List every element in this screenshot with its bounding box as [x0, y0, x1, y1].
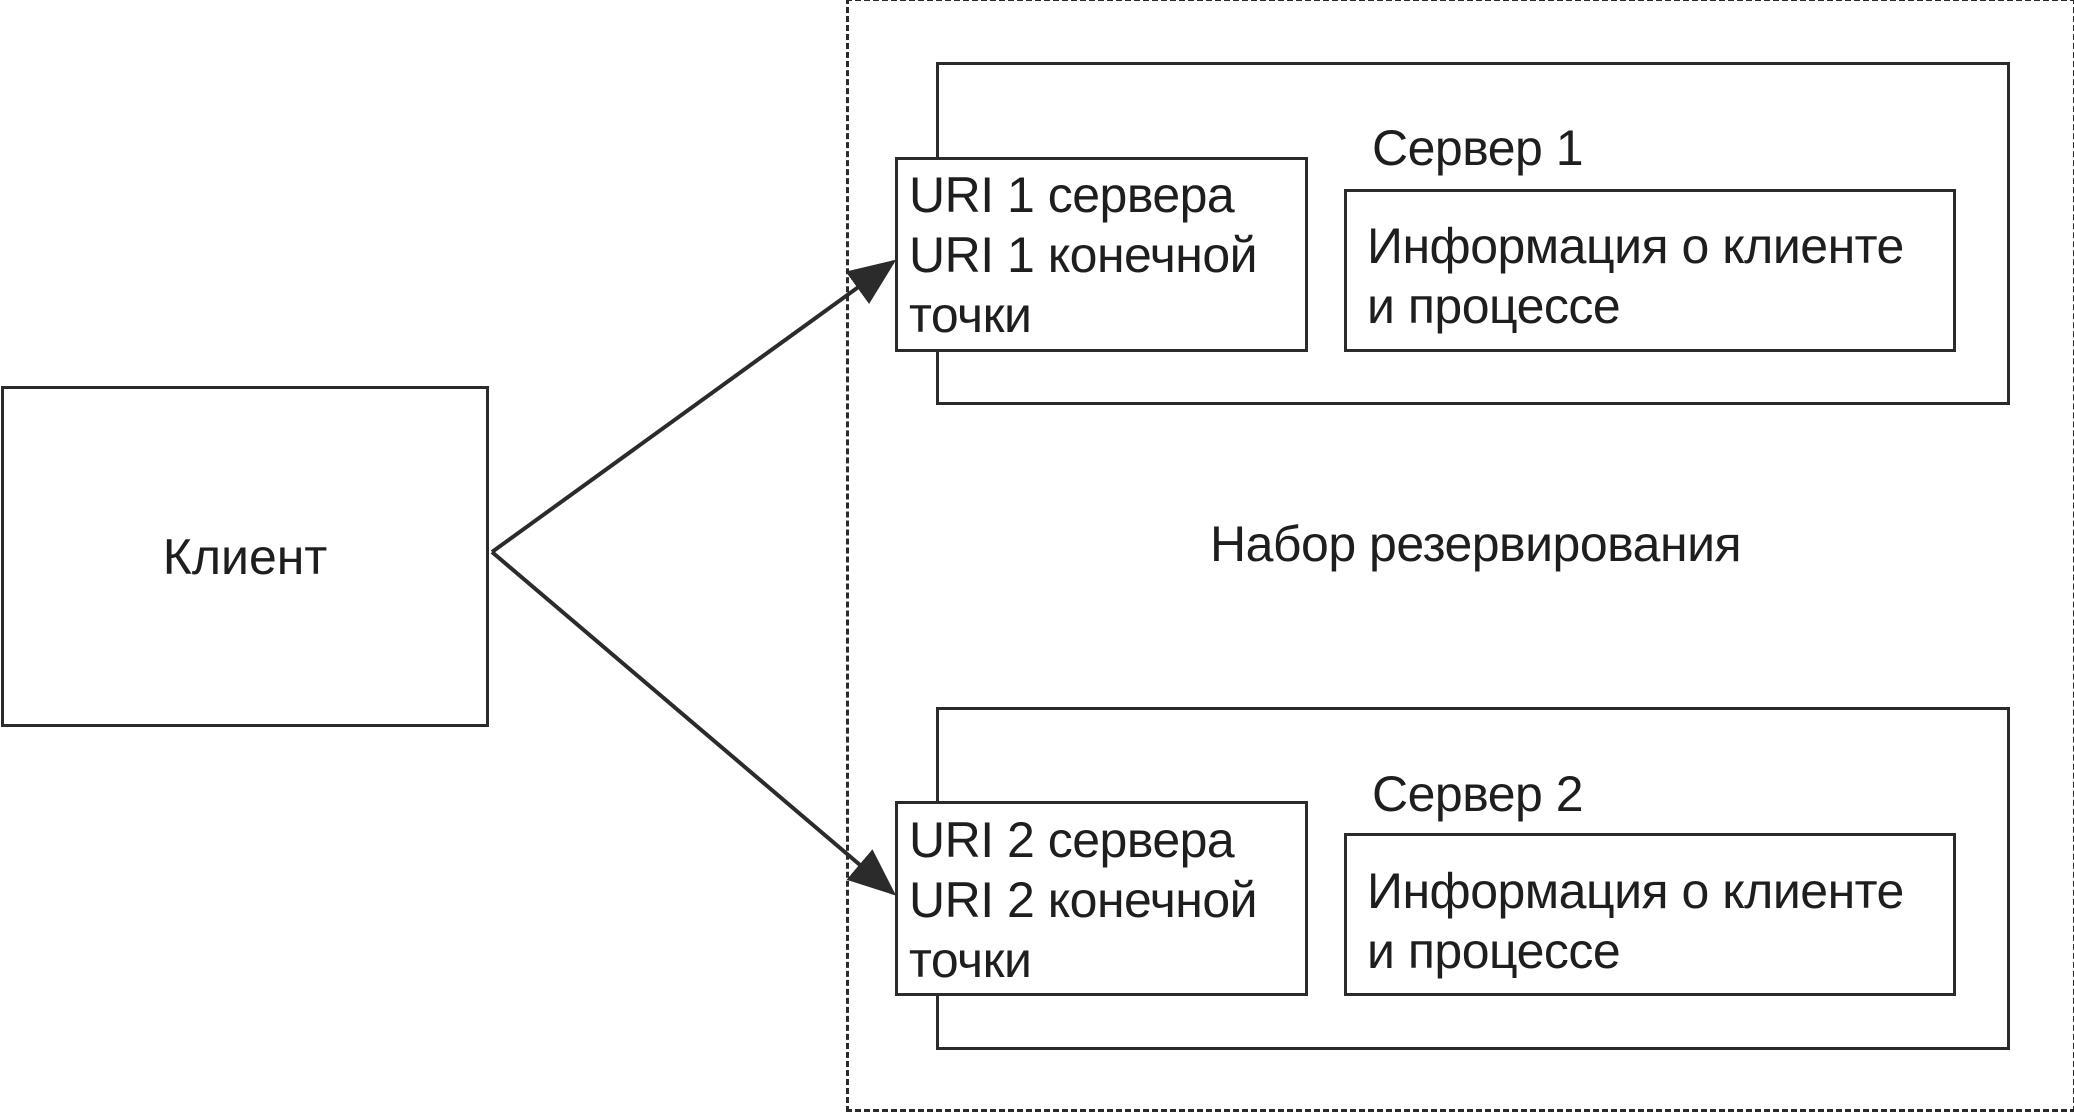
redundancy-set-label: Набор резервирования — [1210, 516, 1742, 572]
server-1-uri-line-3: точки — [909, 287, 1032, 343]
server-2-uri-line-3: точки — [909, 932, 1032, 988]
server-1-uri-line-2: URI 1 конечной — [909, 227, 1258, 283]
server-1-info-line-2: и процессе — [1367, 278, 1621, 334]
arrow-to-server-1 — [490, 259, 897, 554]
client-label: Клиент — [162, 528, 328, 585]
server-1-uri-line-1: URI 1 сервера — [909, 167, 1235, 223]
server-1-info-line-1: Информация о клиенте — [1367, 218, 1904, 274]
server-1-uri-text: URI 1 сервера URI 1 конечной точки — [909, 165, 1258, 345]
server-2-uri-line-1: URI 2 сервера — [909, 812, 1235, 868]
server-1-title: Сервер 1 — [1372, 120, 1584, 176]
server-1-info-box — [1344, 189, 1956, 352]
server-2-info-line-2: и процессе — [1367, 923, 1621, 979]
server-1-uri-box — [895, 157, 1308, 352]
server-2-info-box — [1344, 833, 1956, 996]
server-2-info-text: Информация о клиенте и процессе — [1367, 861, 1904, 981]
server-2-uri-box — [895, 801, 1308, 996]
server-2-uri-line-2: URI 2 конечной — [909, 872, 1258, 928]
server-2-uri-text: URI 2 сервера URI 2 конечной точки — [909, 810, 1258, 990]
server-2-info-line-1: Информация о клиенте — [1367, 863, 1904, 919]
client-box: Клиент — [1, 386, 489, 727]
server-1-info-text: Информация о клиенте и процессе — [1367, 216, 1904, 336]
server-2-title: Сервер 2 — [1372, 766, 1584, 822]
arrow-to-server-2 — [490, 550, 897, 896]
